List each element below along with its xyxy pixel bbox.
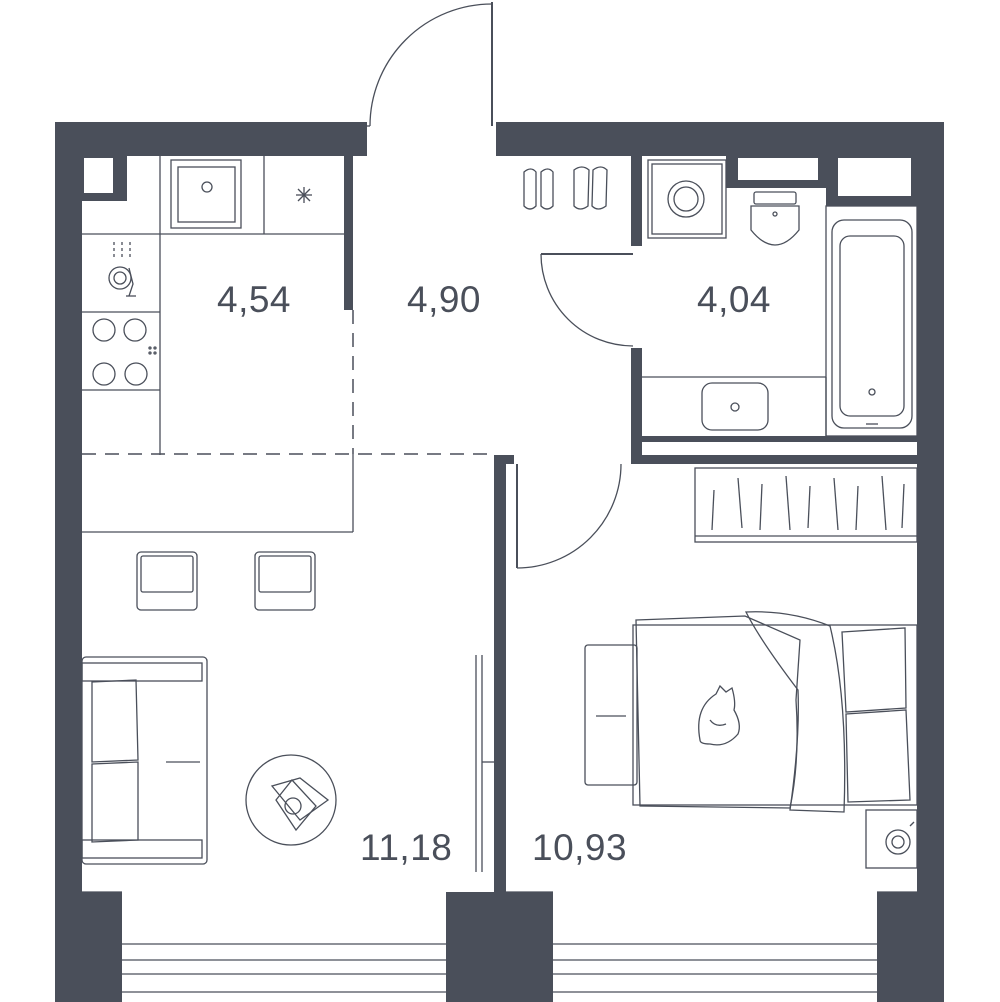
bathroom — [642, 159, 918, 437]
hall-area-label: 4,90 — [407, 279, 481, 320]
fan-icon — [865, 809, 918, 869]
washing-machine-icon — [647, 159, 727, 239]
bathroom-area-label: 4,04 — [697, 279, 771, 320]
wall-top-left — [55, 122, 367, 156]
wardrobe-icon — [694, 467, 918, 543]
wall-top-right — [496, 122, 944, 156]
wall-bath-bottom — [631, 455, 917, 464]
wall-central — [494, 455, 506, 892]
toilet-icon — [750, 191, 800, 246]
stove-icon — [92, 318, 157, 386]
snowflake-icon — [296, 187, 312, 203]
bathroom-door — [540, 253, 634, 347]
zone-lines — [82, 310, 494, 533]
kitchen — [82, 156, 344, 455]
bedroom-door — [516, 463, 622, 569]
washbasin-icon — [701, 382, 769, 431]
kitchen-area-label: 4,54 — [217, 279, 291, 320]
wall-bath-left-top — [631, 156, 642, 246]
living-area-label: 11,18 — [360, 827, 452, 868]
shoes-icon — [523, 166, 608, 210]
bedroom-area-label: 10,93 — [532, 827, 627, 868]
double-bed-icon — [632, 611, 918, 813]
entrance-door — [367, 2, 493, 127]
wall-right — [917, 122, 944, 892]
mirror-icon — [475, 655, 494, 872]
bathtub-icon — [825, 205, 918, 437]
pillar-bottom-1 — [55, 892, 122, 1002]
pillar-bottom-2 — [446, 892, 553, 1002]
walls — [55, 122, 944, 1002]
bedside-bench — [584, 644, 638, 786]
coffee-table-icon — [245, 754, 337, 846]
sofa-icon — [81, 656, 208, 865]
cat-icon — [698, 684, 740, 746]
windows — [82, 891, 917, 993]
wall-central-stub — [494, 455, 514, 464]
wall-bath-left-bottom — [631, 348, 642, 464]
dishwasher-icon — [108, 242, 136, 297]
wall-left — [55, 122, 82, 892]
chair-icon — [136, 551, 316, 611]
wall-bath-inner — [642, 436, 917, 442]
pillar-bottom-3 — [877, 892, 944, 1002]
kitchen-sink-icon — [170, 159, 242, 229]
wall-kitchen-partition — [344, 150, 353, 310]
